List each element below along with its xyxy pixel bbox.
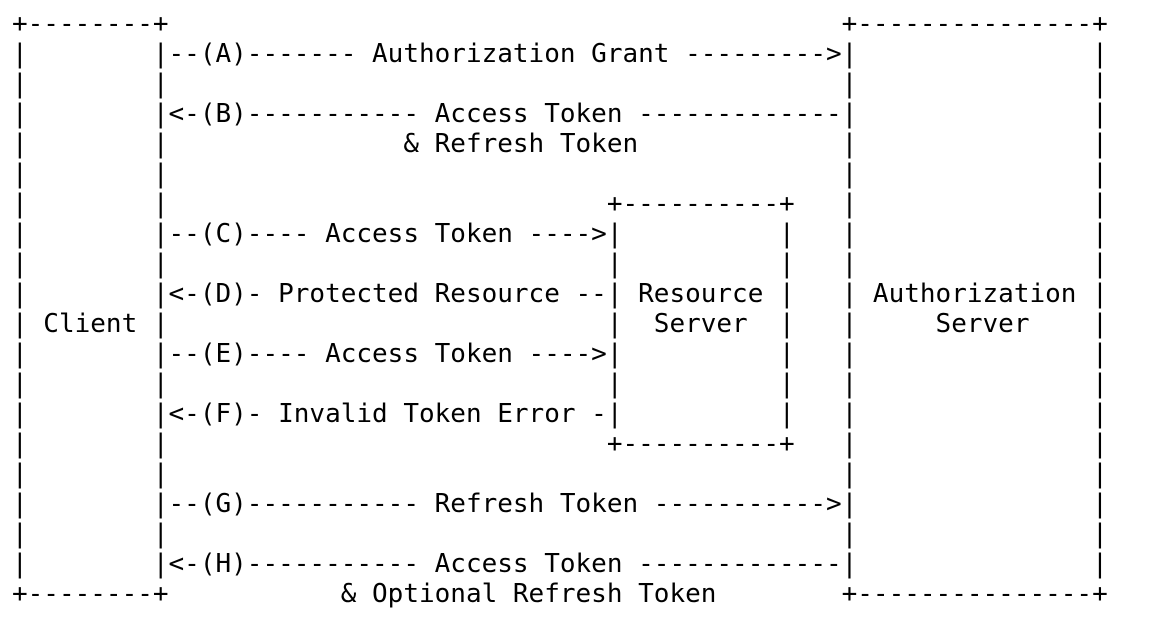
diagram-line-step-h: | |<-(H)----------- Access Token -------…	[12, 549, 1108, 579]
diagram-line-spacer: | | | | | |	[12, 249, 1108, 279]
diagram-line-step-b-continued: | | & Refresh Token | |	[12, 129, 1108, 159]
diagram-line-step-e: | |--(E)---- Access Token ---->| | | |	[12, 339, 1108, 369]
diagram-line-step-g: | |--(G)----------- Refresh Token ------…	[12, 489, 1108, 519]
diagram-line-top-borders: +--------+ +---------------+	[12, 9, 1108, 39]
diagram-line-step-a: | |--(A)------- Authorization Grant ----…	[12, 39, 1108, 69]
diagram-line-resource-box-bottom: | | +----------+ | |	[12, 429, 1108, 459]
oauth-ascii-diagram: +--------+ +---------------+| |--(A)----…	[12, 9, 1108, 609]
diagram-line-step-b: | |<-(B)----------- Access Token -------…	[12, 99, 1108, 129]
diagram-line-spacer: | | | |	[12, 69, 1108, 99]
diagram-line-node-labels: | Client | | Server | | Server |	[12, 309, 1108, 339]
diagram-line-spacer: | | | | | |	[12, 369, 1108, 399]
diagram-line-bottom-borders: +--------+ & Optional Refresh Token +---…	[12, 579, 1108, 609]
diagram-line-spacer: | | | |	[12, 459, 1108, 489]
diagram-line-step-d: | |<-(D)- Protected Resource --| Resourc…	[12, 279, 1108, 309]
diagram-line-spacer: | | | |	[12, 159, 1108, 189]
diagram-line-step-c: | |--(C)---- Access Token ---->| | | |	[12, 219, 1108, 249]
diagram-line-resource-box-top: | | +----------+ | |	[12, 189, 1108, 219]
diagram-line-spacer: | | | |	[12, 519, 1108, 549]
diagram-line-step-f: | |<-(F)- Invalid Token Error -| | | |	[12, 399, 1108, 429]
